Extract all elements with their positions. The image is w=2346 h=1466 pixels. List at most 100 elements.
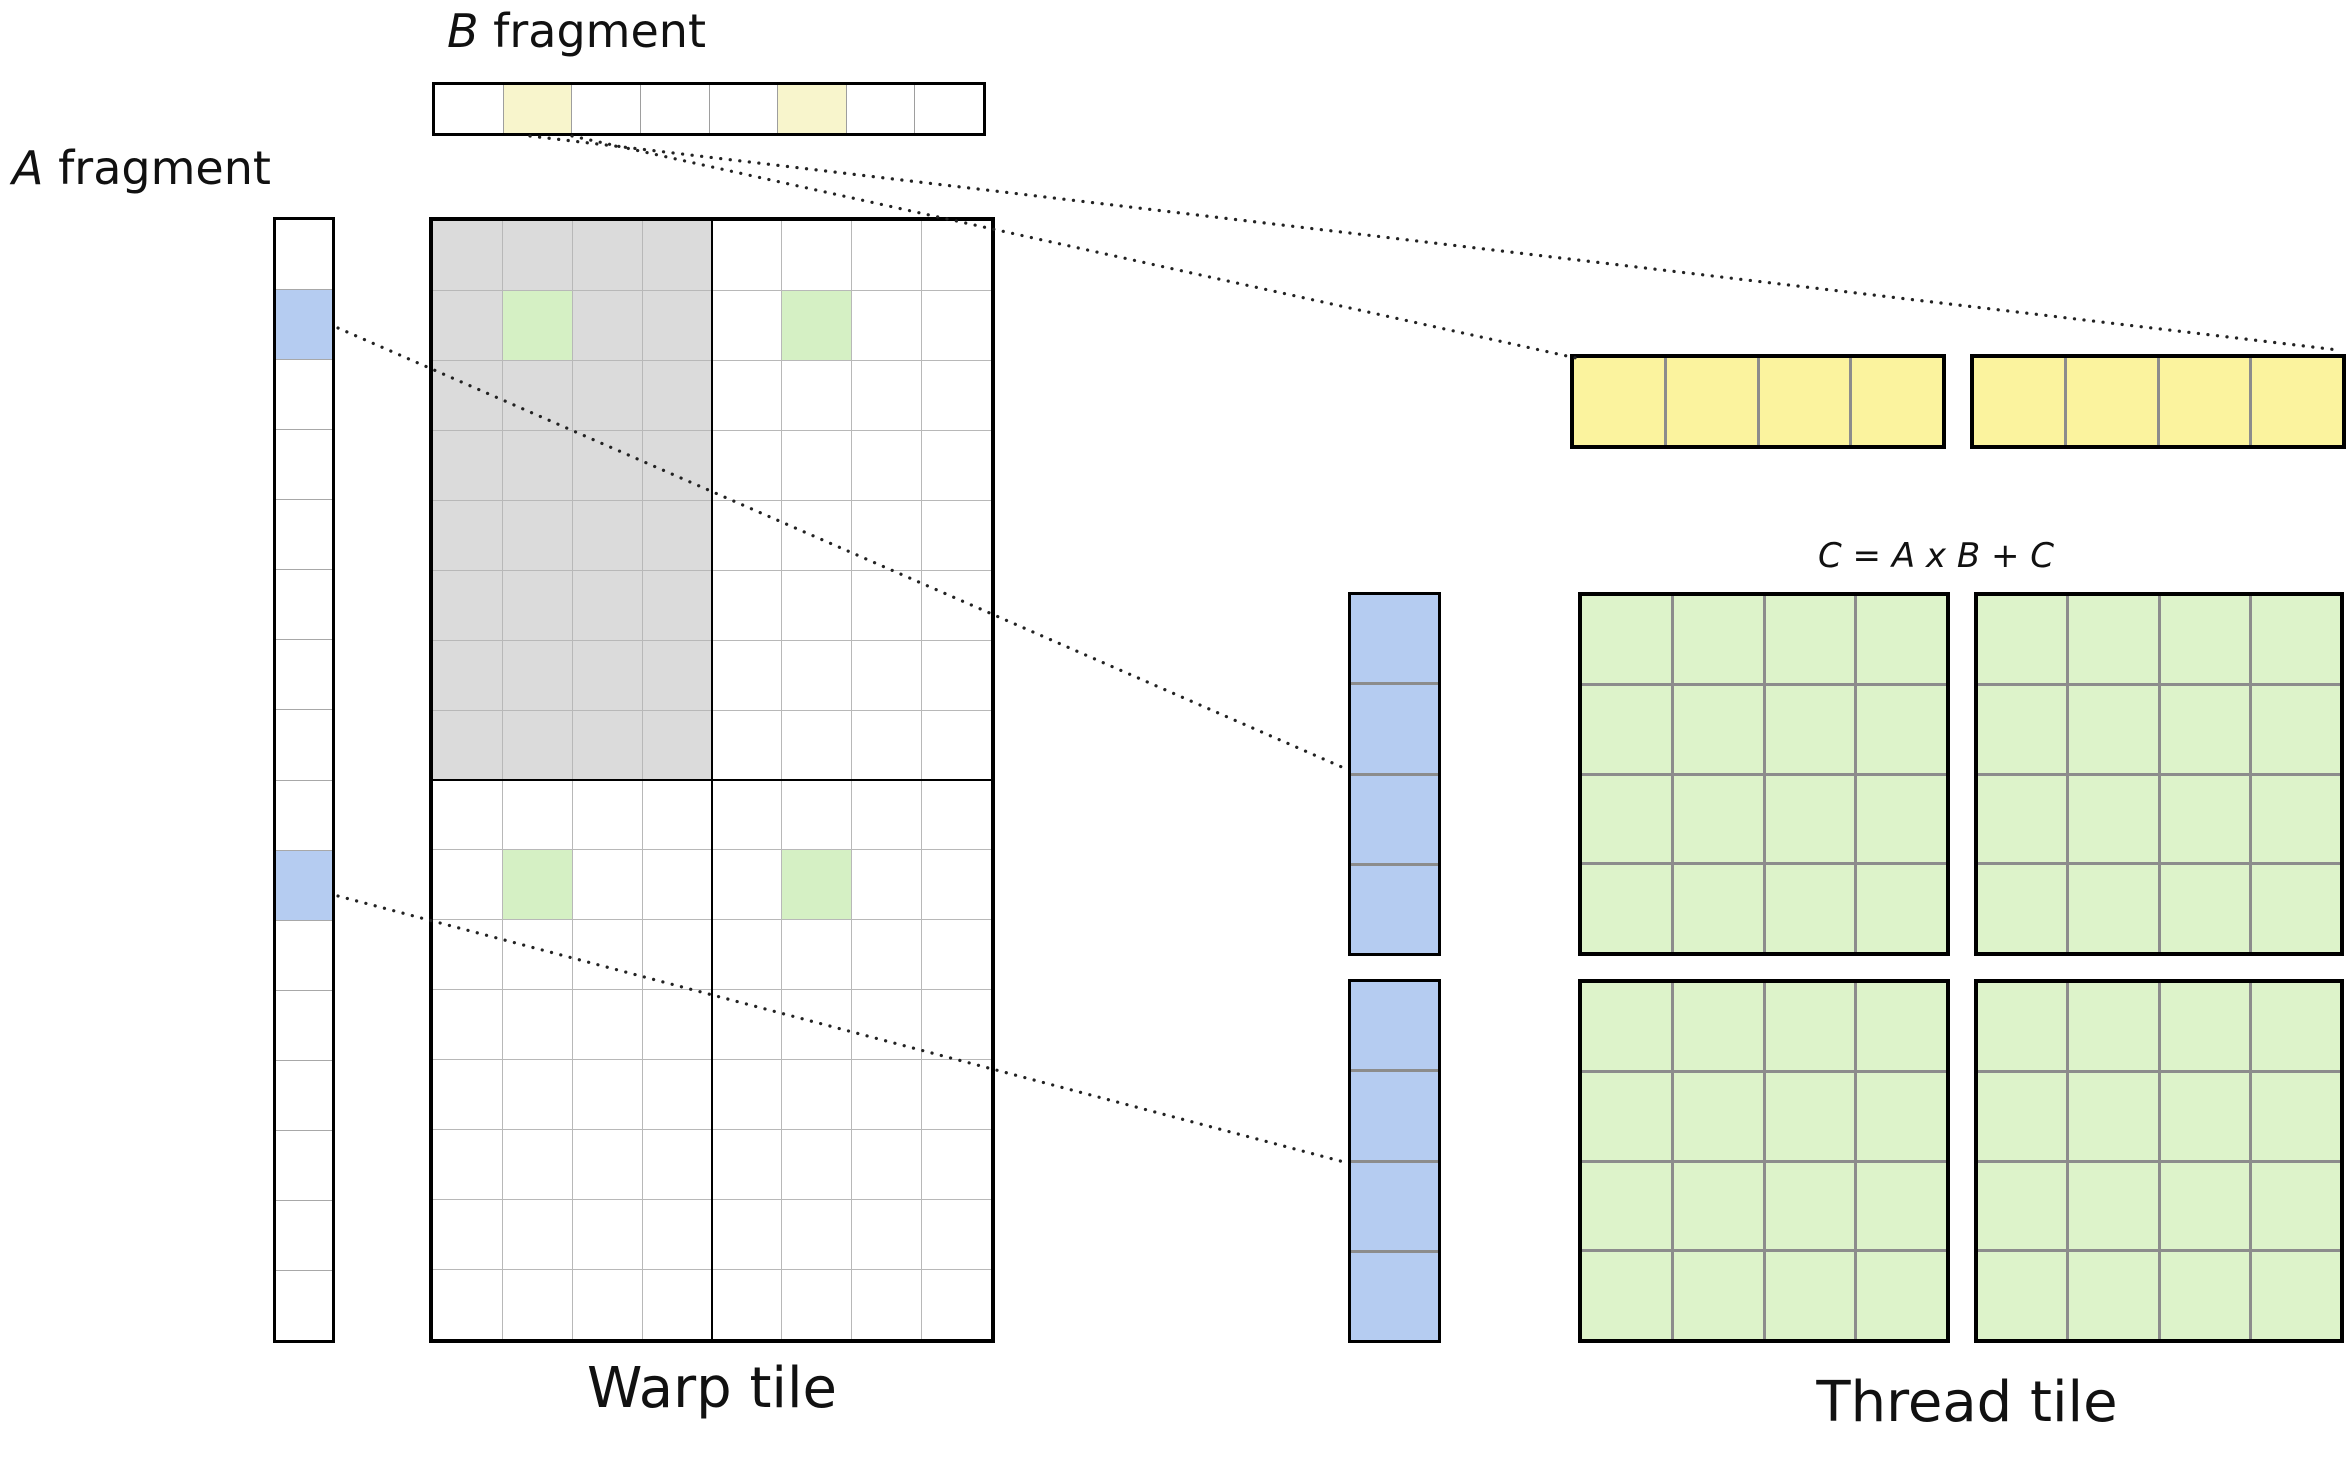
thread-tile-accumulator-1-cell-r1c2: [1765, 685, 1855, 773]
thread-tile-accumulator-4-cell-r3c2: [2160, 1252, 2249, 1339]
warp-tile-grid-cell-r10c0: [433, 920, 502, 990]
a-fragment-label: A fragment: [12, 141, 271, 195]
warp-tile-grid-cell-r6c3: [642, 640, 712, 710]
warp-tile-grid-cell-r1c6: [852, 290, 922, 360]
warp-tile-grid-cell-r12c0: [433, 1060, 502, 1130]
warp-tile-grid-cell-r10c5: [782, 920, 852, 990]
thread-tile-accumulator-3-cell-r2c1: [1673, 1162, 1763, 1250]
warp-tile-grid-cell-r2c2: [572, 360, 642, 430]
warp-tile-grid-cell-r15c1: [502, 1270, 572, 1339]
thread-tile-accumulator-1-cell-r2c3: [1857, 775, 1946, 863]
b-thread-fragment-strip-1-cell-r0c0: [1574, 358, 1664, 445]
warp-tile-grid-cell-r11c0: [433, 990, 502, 1060]
thread-tile-accumulator-4-cell-r1c1: [2069, 1072, 2158, 1160]
thread-tile-label: Thread tile: [1816, 1370, 2118, 1435]
warp-tile-grid-cell-r10c2: [572, 920, 642, 990]
a-thread-fragment-column-2-cell-r3c0: [1351, 1252, 1438, 1340]
a-fragment-strip-cell-r0c0: [276, 220, 332, 290]
b-thread-fragment-strip-1-cell-r0c1: [1666, 358, 1757, 445]
warp-tile-grid-cell-r15c5: [782, 1270, 852, 1339]
warp-tile-grid-cell-r13c6: [852, 1130, 922, 1200]
thread-tile-accumulator-4-cell-r2c0: [1978, 1162, 2067, 1250]
thread-tile-accumulator-2: [1974, 592, 2344, 956]
warp-tile-grid-cell-r8c5: [782, 780, 852, 850]
warp-tile-grid-cell-r7c1: [502, 710, 572, 780]
warp-tile-grid-cell-r5c5: [782, 570, 852, 640]
b-fragment-strip-cell-r0c5: [778, 85, 846, 133]
warp-tile-grid-cell-r7c4: [712, 710, 782, 780]
warp-tile-grid-cell-r5c4: [712, 570, 782, 640]
a-fragment-strip-cell-r10c0: [276, 920, 332, 990]
b-fragment-strip-cell-r0c0: [435, 85, 503, 133]
warp-tile-grid-cell-r8c1: [502, 780, 572, 850]
warp-tile-grid-cell-r12c4: [712, 1060, 782, 1130]
thread-tile-accumulator-2-cell-r1c0: [1978, 685, 2067, 773]
thread-tile-accumulator-3-cell-r1c1: [1673, 1072, 1763, 1160]
thread-tile-accumulator-2-cell-r1c2: [2160, 685, 2249, 773]
warp-tile-grid-cell-r1c4: [712, 290, 782, 360]
warp-tile-grid-cell-r10c6: [852, 920, 922, 990]
a-fragment-strip-cell-r1c0: [276, 290, 332, 360]
warp-tile-grid-cell-r2c6: [852, 360, 922, 430]
warp-tile-grid-cell-r9c1: [502, 850, 572, 920]
warp-tile-grid-cell-r2c0: [433, 360, 502, 430]
thread-tile-accumulator-2-cell-r2c2: [2160, 775, 2249, 863]
thread-tile-accumulator-3-cell-r0c1: [1673, 983, 1763, 1070]
warp-tile-grid-cell-r10c1: [502, 920, 572, 990]
warp-tile-grid-cell-r7c0: [433, 710, 502, 780]
warp-tile-grid-cell-r3c6: [852, 430, 922, 500]
warp-tile-grid-cell-r11c5: [782, 990, 852, 1060]
a-thread-fragment-column-1: [1348, 592, 1441, 956]
warp-tile: [429, 217, 995, 1343]
a-fragment-strip-cell-r15c0: [276, 1270, 332, 1340]
warp-tile-grid-cell-r12c7: [922, 1060, 991, 1130]
thread-tile-accumulator-3-cell-r0c2: [1765, 983, 1855, 1070]
warp-tile-grid-cell-r15c7: [922, 1270, 991, 1339]
warp-tile-grid-cell-r7c6: [852, 710, 922, 780]
warp-tile-grid-cell-r0c5: [782, 221, 852, 290]
warp-tile-grid-cell-r9c2: [572, 850, 642, 920]
thread-tile-accumulator-3-cell-r3c3: [1857, 1252, 1946, 1339]
warp-tile-grid-cell-r0c4: [712, 221, 782, 290]
a-fragment-strip-cell-r13c0: [276, 1130, 332, 1200]
thread-tile-accumulator-3-cell-r0c3: [1857, 983, 1946, 1070]
warp-tile-grid-cell-r5c6: [852, 570, 922, 640]
thread-tile-accumulator-4-cell-r1c2: [2160, 1072, 2249, 1160]
thread-tile-accumulator-2-cell-r3c2: [2160, 865, 2249, 952]
warp-tile-grid-cell-r3c0: [433, 430, 502, 500]
warp-tile-grid-cell-r13c2: [572, 1130, 642, 1200]
warp-tile-grid-cell-r3c2: [572, 430, 642, 500]
warp-tile-grid-cell-r8c6: [852, 780, 922, 850]
b-fragment-strip-cell-r0c1: [503, 85, 572, 133]
warp-tile-grid-cell-r12c6: [852, 1060, 922, 1130]
warp-tile-grid-cell-r4c3: [642, 500, 712, 570]
warp-tile-grid-cell-r7c2: [572, 710, 642, 780]
warp-tile-grid-cell-r8c4: [712, 780, 782, 850]
thread-tile-accumulator-1-cell-r1c1: [1673, 685, 1763, 773]
warp-tile-grid-cell-r5c1: [502, 570, 572, 640]
thread-tile-accumulator-3-cell-r3c1: [1673, 1252, 1763, 1339]
b-fragment-label: B fragment: [447, 4, 706, 58]
warp-tile-horizontal-divider: [429, 779, 995, 781]
warp-tile-grid-cell-r11c3: [642, 990, 712, 1060]
b-fragment-strip-cell-r0c2: [572, 85, 640, 133]
warp-tile-grid-cell-r15c0: [433, 1270, 502, 1339]
equation-label: C = A x B + C: [1817, 536, 2055, 576]
thread-tile-accumulator-1-cell-r3c0: [1582, 865, 1671, 952]
thread-tile-accumulator-4-cell-r1c0: [1978, 1072, 2067, 1160]
warp-tile-grid-cell-r9c4: [712, 850, 782, 920]
b-fragment-label-italic: B: [447, 4, 479, 58]
warp-tile-grid-cell-r6c5: [782, 640, 852, 710]
warp-tile-grid-cell-r15c3: [642, 1270, 712, 1339]
warp-tile-grid-cell-r6c4: [712, 640, 782, 710]
warp-tile-grid-cell-r9c7: [922, 850, 991, 920]
warp-tile-grid-cell-r11c4: [712, 990, 782, 1060]
warp-tile-label: Warp tile: [586, 1356, 837, 1421]
warp-tile-grid-cell-r4c0: [433, 500, 502, 570]
b-thread-fragment-strip-2-cell-r0c3: [2252, 358, 2342, 445]
warp-tile-grid-cell-r7c3: [642, 710, 712, 780]
warp-tile-grid-cell-r9c3: [642, 850, 712, 920]
warp-tile-grid-cell-r11c2: [572, 990, 642, 1060]
thread-tile-accumulator-3-cell-r2c0: [1582, 1162, 1671, 1250]
warp-tile-grid-cell-r5c3: [642, 570, 712, 640]
